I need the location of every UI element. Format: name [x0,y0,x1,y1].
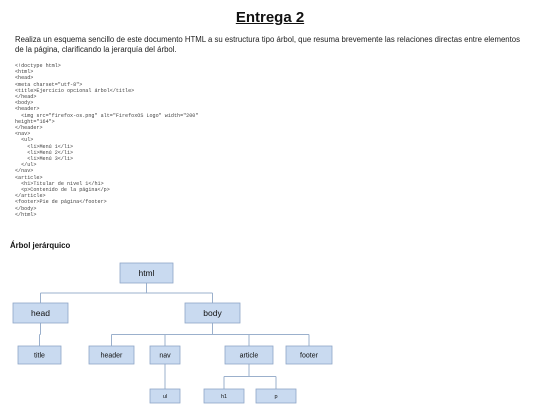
code-line: </ul> [21,162,37,169]
tree-node-html: html [119,262,174,284]
code-line: <nav> [15,131,31,138]
tree-node-label: head [31,308,50,318]
code-line: <body> [15,100,34,107]
code-line: <footer>Pie de página</footer> [15,199,107,206]
tree-node-box [224,345,274,365]
tree-node-box [203,388,245,404]
tree-node-label: title [34,352,45,359]
tree-node-label: p [274,394,277,400]
tree-node-body: body [184,302,241,324]
tree-node-article: article [224,345,274,365]
tree-node-box [17,345,62,365]
code-line: <p>Contenido de la página</p> [21,187,110,194]
code-line: <ul> [21,137,34,144]
tree-node-box [119,262,174,284]
tree-node-label: html [138,268,154,278]
tree-node-box [88,345,135,365]
code-line: <li>Menú 1</li> [27,143,74,150]
code-line: <h1>Titular de nivel 1</h1> [21,180,104,187]
tree-node-nav: nav [149,345,181,365]
tree-node-p: p [255,388,297,404]
tree-node-head: head [12,302,69,324]
code-line: </article> [15,193,46,200]
code-line: </html> [15,211,37,218]
tree-node-box [12,302,69,324]
code-line: <article> [15,174,43,181]
tree-node-label: article [240,352,259,359]
page-title: Entrega 2 [235,9,305,26]
tree-node-h1: h1 [203,388,245,404]
code-line: <head> [15,75,34,82]
tree-edges [39,283,310,389]
tree-node-box [285,345,333,365]
code-line: <li>Menú 3</li> [27,156,74,163]
code-line: <img src="firefox-os.png" alt="FirefoxOS… [21,112,199,119]
tree-node-label: footer [300,352,319,359]
tree-node-label: nav [159,352,171,359]
tree-nodes: html head body title header nav article footer u… [12,262,333,404]
tree-heading: Árbol jerárquico [10,241,71,250]
tree-node-box [149,345,181,365]
code-line: </header> [15,125,43,132]
tree-node-label: ul [163,394,167,400]
tree-node-label: header [101,352,123,359]
code-line: <!doctype html> [15,63,61,69]
tree-node-label: body [203,308,222,318]
code-line: <li>Menú 2</li> [27,149,74,156]
tree-node-ul: ul [149,388,181,404]
code-line: </head> [15,94,37,101]
code-line: height="164"> [15,118,55,125]
tree-node-box [149,388,181,404]
code-listing: <!doctype html> <html> <head> <meta char… [15,63,198,218]
tree-node-footer: footer [285,345,333,365]
tree-node-label: h1 [221,394,227,400]
code-line: <title>Ejercicio opcional árbol</title> [15,87,135,94]
code-line: </body> [15,205,37,212]
tree-node-box [255,388,297,404]
tree-node-box [184,302,241,324]
code-line: <html> [15,69,34,76]
tree-node-header: header [88,345,135,365]
code-line: <meta charset="utf-8"> [15,81,83,88]
intro-paragraph: Realiza un esquema sencillo de este docu… [15,35,521,54]
code-line: </nav> [15,168,34,175]
tree-node-title: title [17,345,62,365]
code-line: <header> [15,106,40,113]
